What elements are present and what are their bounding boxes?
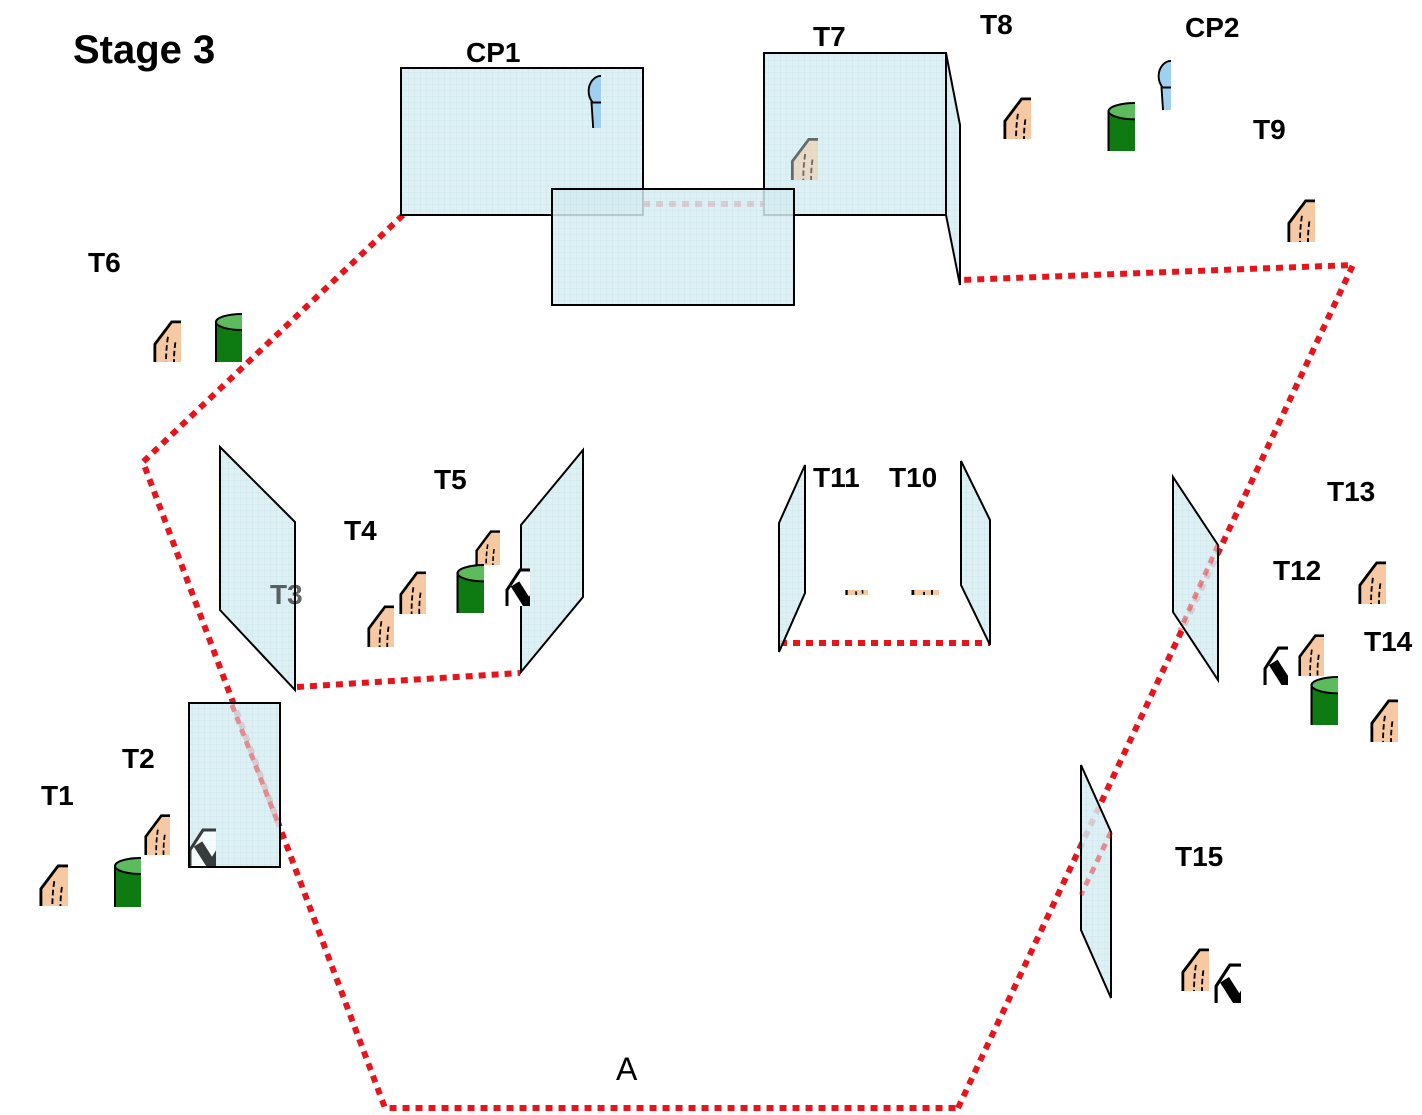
- boundary-through-wall-t1: [229, 704, 281, 824]
- paper-target-icon: [41, 866, 94, 946]
- label-t15: T15: [1175, 841, 1223, 872]
- label-t12: T12: [1273, 555, 1321, 586]
- label-t5: T5: [434, 464, 467, 495]
- label-t1: T1: [41, 780, 74, 811]
- walls: [188, 52, 1219, 999]
- label-cp1: CP1: [466, 37, 520, 68]
- barrel-icon: [1312, 677, 1365, 778]
- fault-lines-behind-walls: [229, 543, 1221, 897]
- label-cp2: CP2: [1185, 12, 1239, 43]
- barrel-icon: [115, 858, 167, 957]
- no-shoot-targets: [190, 570, 1310, 1041]
- barrel-icon: [1109, 103, 1162, 204]
- paper-target-icon: [1372, 701, 1422, 779]
- boundary-right: [955, 261, 1358, 1110]
- labels: Stage 3 CP1 CP2 T1 T2 T3 T4 T5 T6 T7 T8 …: [41, 9, 1413, 1087]
- no-shoot-target-icon: [1216, 965, 1262, 1041]
- wall-center-top: [551, 188, 795, 306]
- wall-right-lower: [1080, 764, 1112, 999]
- boundary-left: [139, 212, 958, 1111]
- label-t3: T3: [270, 579, 303, 610]
- label-t7: T7: [813, 21, 846, 52]
- paper-target-icon: [146, 816, 195, 889]
- wall-t7-side: [945, 52, 961, 286]
- wall-left-bay-right: [520, 447, 584, 675]
- barrel-icon: [216, 314, 268, 413]
- label-t10: T10: [889, 462, 937, 493]
- label-t9: T9: [1253, 114, 1286, 145]
- barrel-icon: [458, 565, 511, 666]
- label-t2: T2: [122, 743, 155, 774]
- paper-target-icon: [369, 607, 419, 683]
- label-t13: T13: [1327, 476, 1375, 507]
- label-t6: T6: [88, 247, 121, 278]
- label-t11: T11: [813, 462, 860, 493]
- wall-right-upper: [1172, 473, 1219, 684]
- target-group-t10-t11: [815, 550, 950, 630]
- boundary-bay-left: [296, 670, 521, 690]
- start-position-label: A: [616, 1051, 638, 1087]
- label-t4: T4: [344, 515, 377, 546]
- wall-left-bay-left: [219, 444, 296, 693]
- steel-popper-icon: [1158, 61, 1185, 150]
- mask-t10-t11: [815, 550, 950, 590]
- paper-target-icon: [155, 322, 207, 400]
- wall-center-bay-left: [778, 464, 806, 653]
- stage-title: Stage 3: [73, 28, 215, 72]
- paper-target-icon: [401, 573, 451, 649]
- boundary-through-wall-right: [1177, 543, 1221, 632]
- fault-lines: [139, 201, 1358, 1111]
- paper-target-icon: [1005, 99, 1057, 177]
- label-t14: T14: [1364, 626, 1413, 657]
- label-t8: T8: [980, 9, 1013, 40]
- wall-center-bay-right: [960, 460, 991, 646]
- boundary-through-wall-lower: [1078, 830, 1114, 897]
